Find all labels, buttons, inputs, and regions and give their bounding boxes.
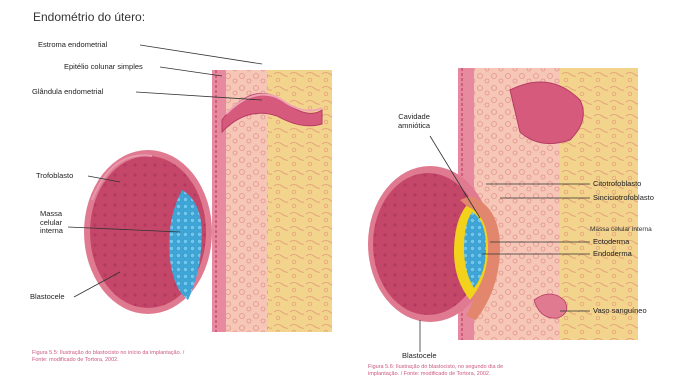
label-trofoblasto: Trofoblasto — [36, 172, 73, 181]
label-endoderma: Endoderma — [593, 250, 632, 259]
caption-right: Figura 5.6: Ilustração do blastocisto, n… — [368, 364, 503, 378]
label-cavidade-line2: amniótica — [398, 122, 430, 131]
label-glandula: Glândula endometrial — [32, 88, 103, 97]
label-sinciciotrofoblasto: Sinciciotrofoblasto — [593, 194, 654, 203]
label-estroma: Estroma endometrial — [38, 41, 107, 50]
left-blastocyst — [84, 150, 212, 314]
label-cavidade-amniotica: Cavidade amniótica — [398, 113, 430, 130]
label-massa-line3: interna — [40, 227, 63, 236]
label-massa-celular-interna-right: Massa celular interna — [590, 226, 652, 233]
label-epitelio: Epitélio colunar simples — [64, 63, 143, 72]
caption-left-line1: Figura 5.5: Ilustração do blastocisto no… — [32, 350, 184, 357]
label-blastocele-left: Blastocele — [30, 293, 65, 302]
left-endometrium — [212, 70, 332, 332]
label-massa-celular-interna: Massa celular interna — [40, 210, 63, 236]
caption-left: Figura 5.5: Ilustração do blastocisto no… — [32, 350, 184, 364]
caption-left-line2: Fonte: modificado de Tortora, 2002. — [32, 357, 184, 364]
caption-right-line1: Figura 5.6: Ilustração do blastocisto, n… — [368, 364, 503, 371]
label-vaso-sanguineo: Vaso sanguíneo — [593, 307, 647, 316]
caption-right-line2: implantação. / Fonte: modificado de Tort… — [368, 371, 503, 378]
label-ectoderma: Ectoderma — [593, 238, 629, 247]
label-blastocele-right: Blastocele — [402, 352, 437, 361]
label-citotrofoblasto: Citotrofoblasto — [593, 180, 641, 189]
